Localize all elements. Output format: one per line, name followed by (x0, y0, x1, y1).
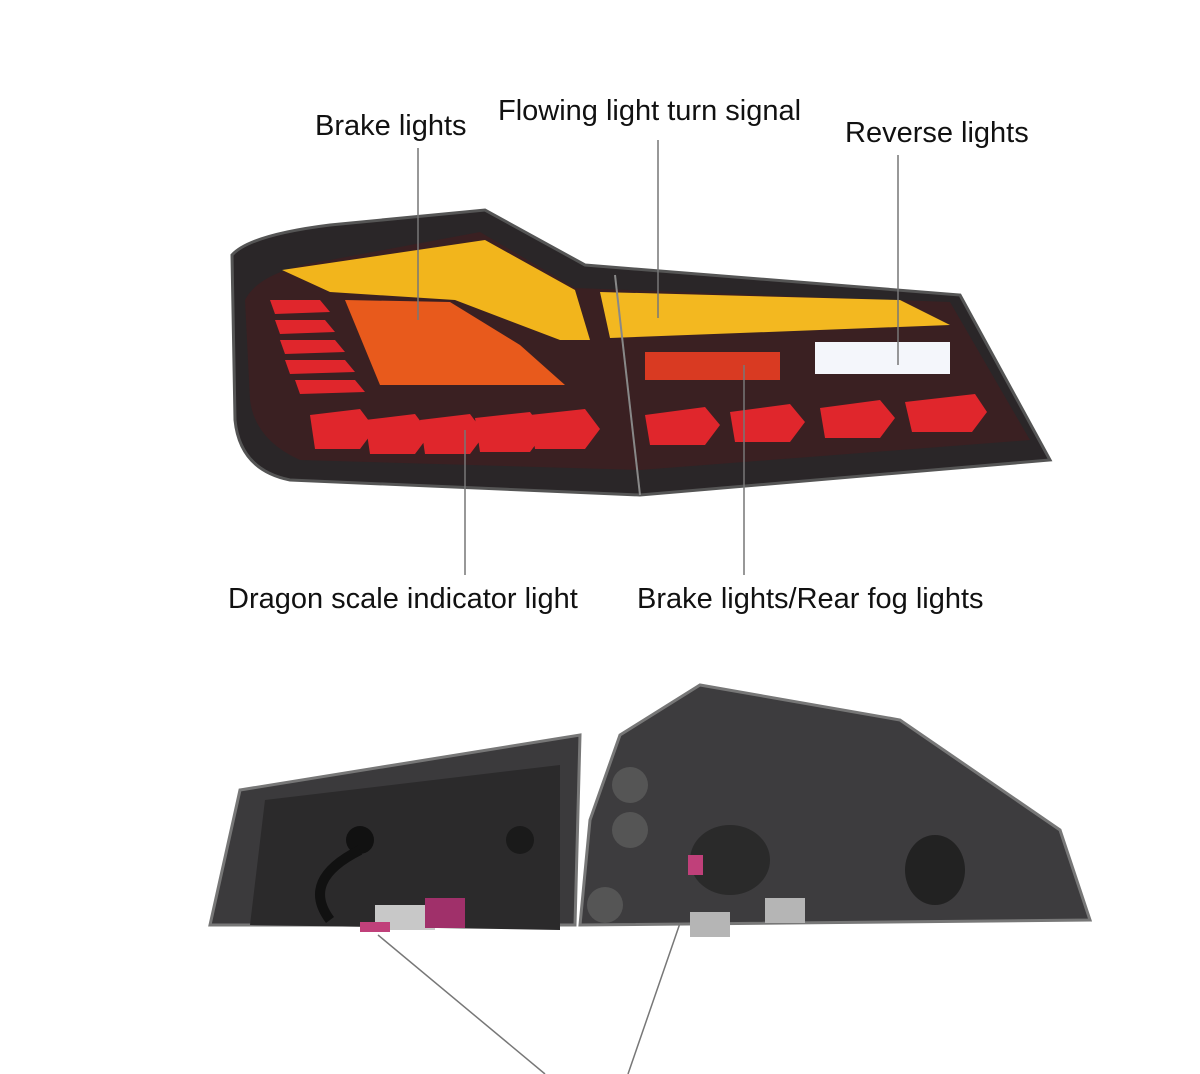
brake-fog-light (645, 352, 780, 380)
leader-lines (377, 140, 899, 1074)
label-flowing-turn-signal: Flowing light turn signal (498, 95, 802, 127)
label-brake-lights: Brake lights (315, 110, 467, 142)
label-dragon-scale: Dragon scale indicator light (228, 583, 578, 615)
label-brake-fog: Brake lights/Rear fog lights (637, 583, 984, 615)
tail-light-front-view (230, 208, 1053, 497)
turn-signal-strip (600, 292, 950, 338)
dragon-scale-lights (270, 300, 987, 454)
brake-light-amber-section (282, 240, 590, 340)
reverse-light (815, 342, 950, 374)
tail-light-rear-view-left (208, 733, 582, 932)
brake-light-red-section (345, 300, 565, 385)
tail-light-rear-view-right (578, 683, 1093, 937)
label-reverse-lights: Reverse lights (845, 117, 1029, 149)
